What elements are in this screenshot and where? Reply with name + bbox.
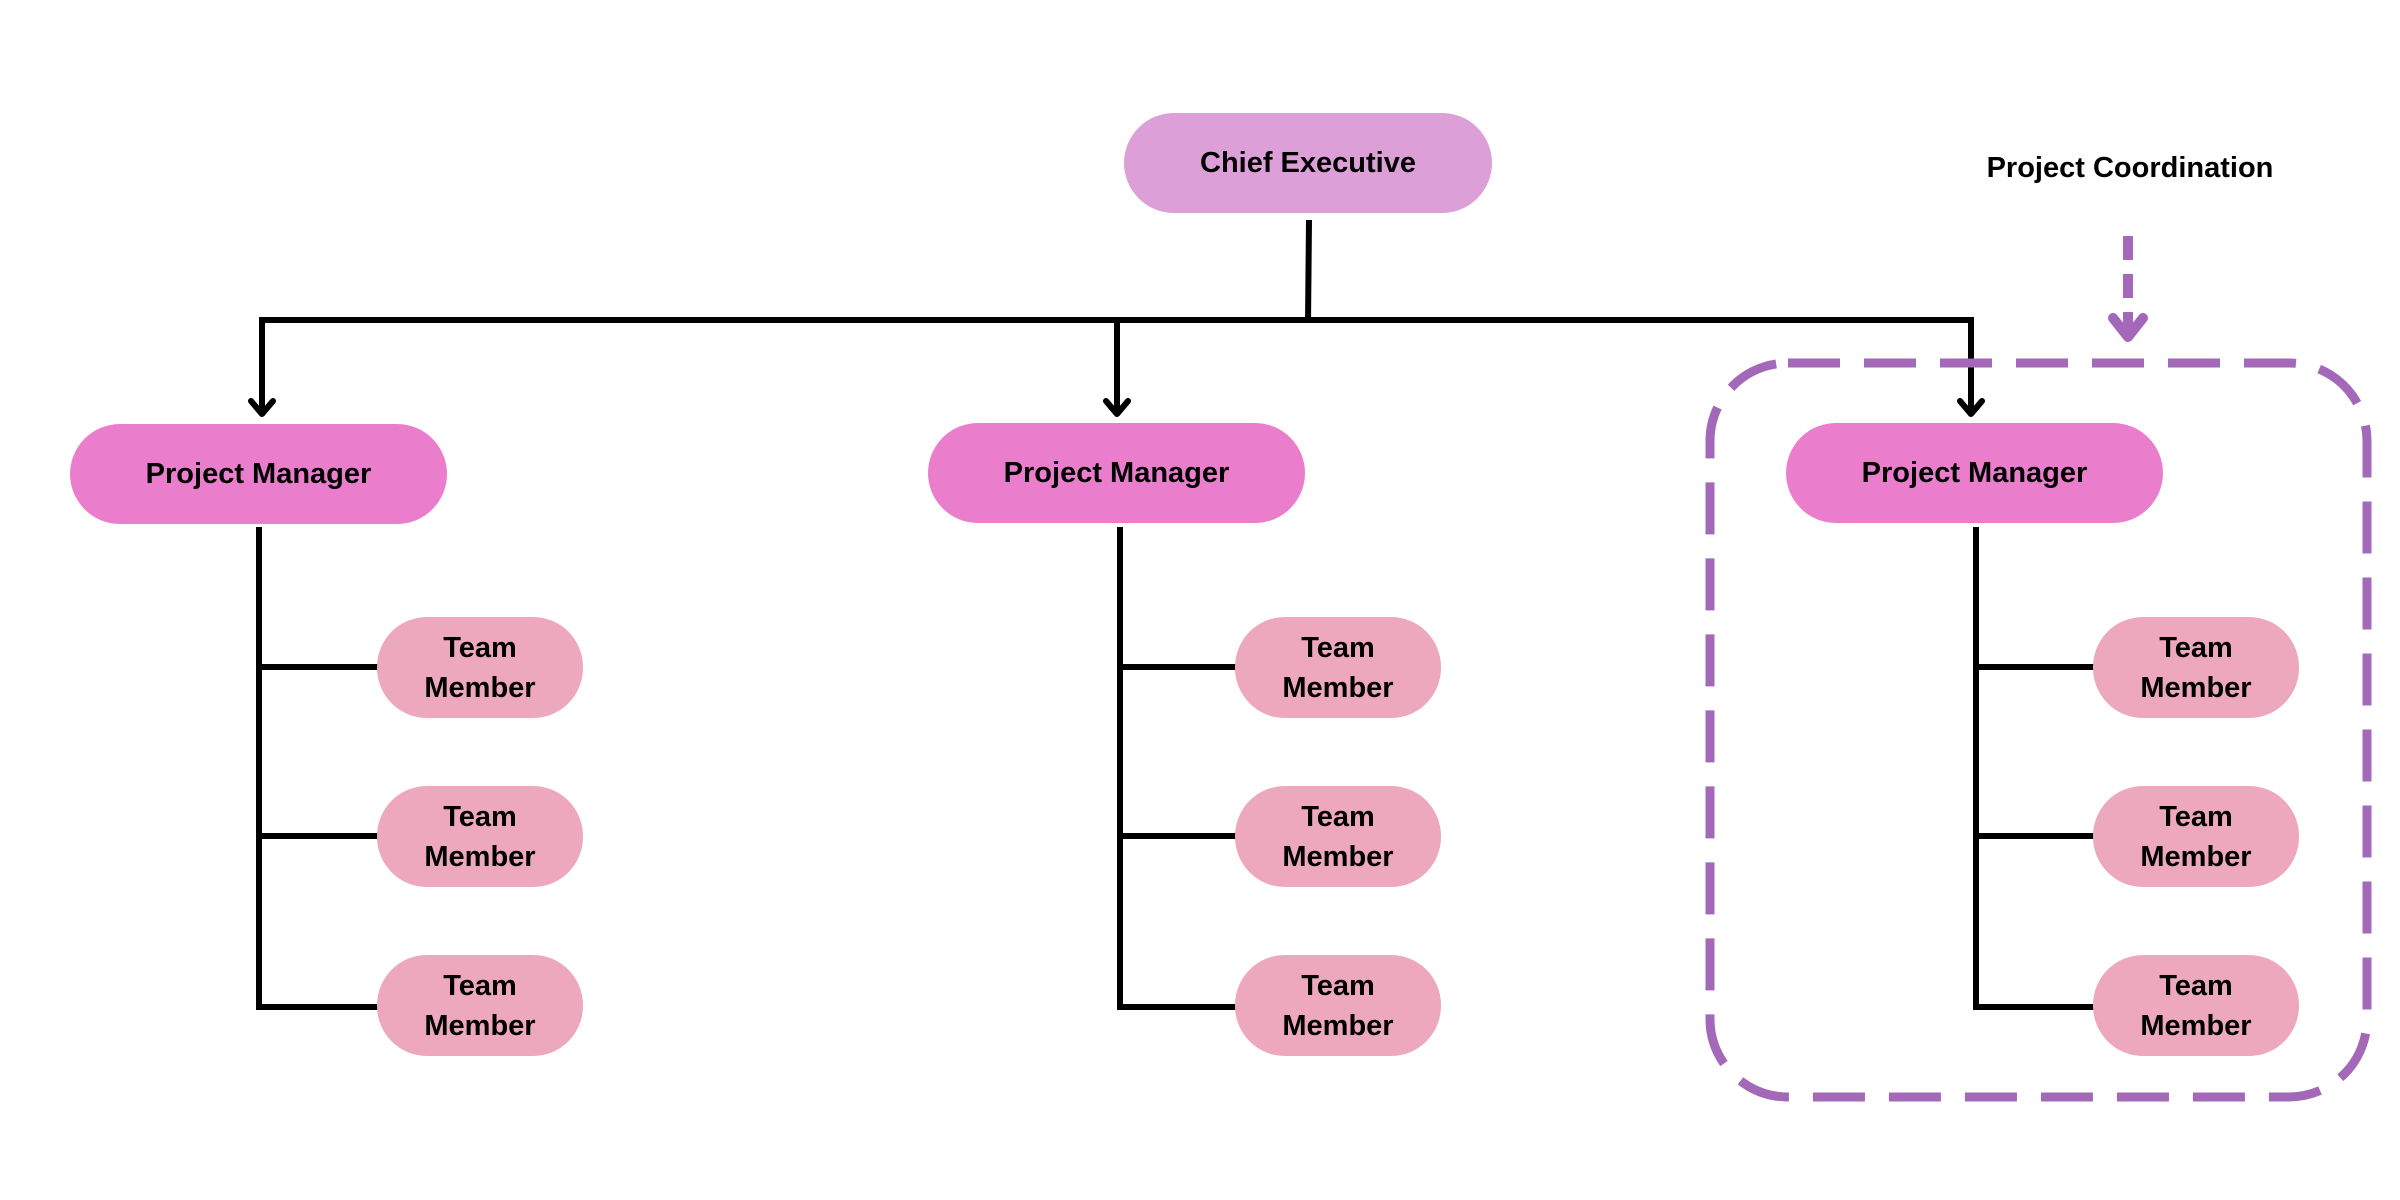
project-manager-node: Project Manager	[1786, 423, 2163, 523]
team-member-label-line1: Team	[1301, 800, 1375, 833]
project-coordination-label: Project Coordination	[1986, 152, 2274, 184]
team-member-label-line1: Team	[443, 969, 517, 1002]
project-manager-node: Project Manager	[928, 423, 1305, 523]
team-member-label-line2: Member	[1282, 840, 1394, 873]
team-member-label-line1: Team	[1301, 631, 1375, 664]
ceo-trunk-line	[1305, 219, 1312, 324]
team-member-label-line2: Member	[424, 840, 536, 873]
arrow-head	[1957, 398, 1985, 417]
project-manager-label: Project Manager	[1003, 456, 1230, 489]
chief-executive-label: Chief Executive	[1200, 146, 1416, 179]
team-member-label-line1: Team	[443, 631, 517, 664]
team-member-label-line2: Member	[1282, 1009, 1394, 1042]
coordination-arrow-head	[2108, 313, 2148, 342]
team-member-label-line1: Team	[2159, 800, 2233, 833]
team-member-label-line1: Team	[1301, 969, 1375, 1002]
project-manager-label: Project Manager	[145, 457, 372, 490]
coordination-boundary	[1705, 358, 2372, 1102]
team-member-label-line2: Member	[2140, 671, 2252, 704]
arrow-head	[248, 398, 276, 417]
project-manager-label: Project Manager	[1861, 456, 2088, 489]
team-member-label-line2: Member	[424, 671, 536, 704]
team-member-label-line2: Member	[2140, 840, 2252, 873]
team-member-label-line2: Member	[1282, 671, 1394, 704]
arrow-head	[1103, 398, 1131, 417]
team-member-label-line2: Member	[424, 1009, 536, 1042]
chief-executive-node: Chief Executive	[1124, 113, 1492, 213]
team-member-label-line1: Team	[2159, 969, 2233, 1002]
team-member-label-line1: Team	[443, 800, 517, 833]
team-member-label-line2: Member	[2140, 1009, 2252, 1042]
team-member-label-line1: Team	[2159, 631, 2233, 664]
project-manager-node: Project Manager	[70, 424, 447, 524]
